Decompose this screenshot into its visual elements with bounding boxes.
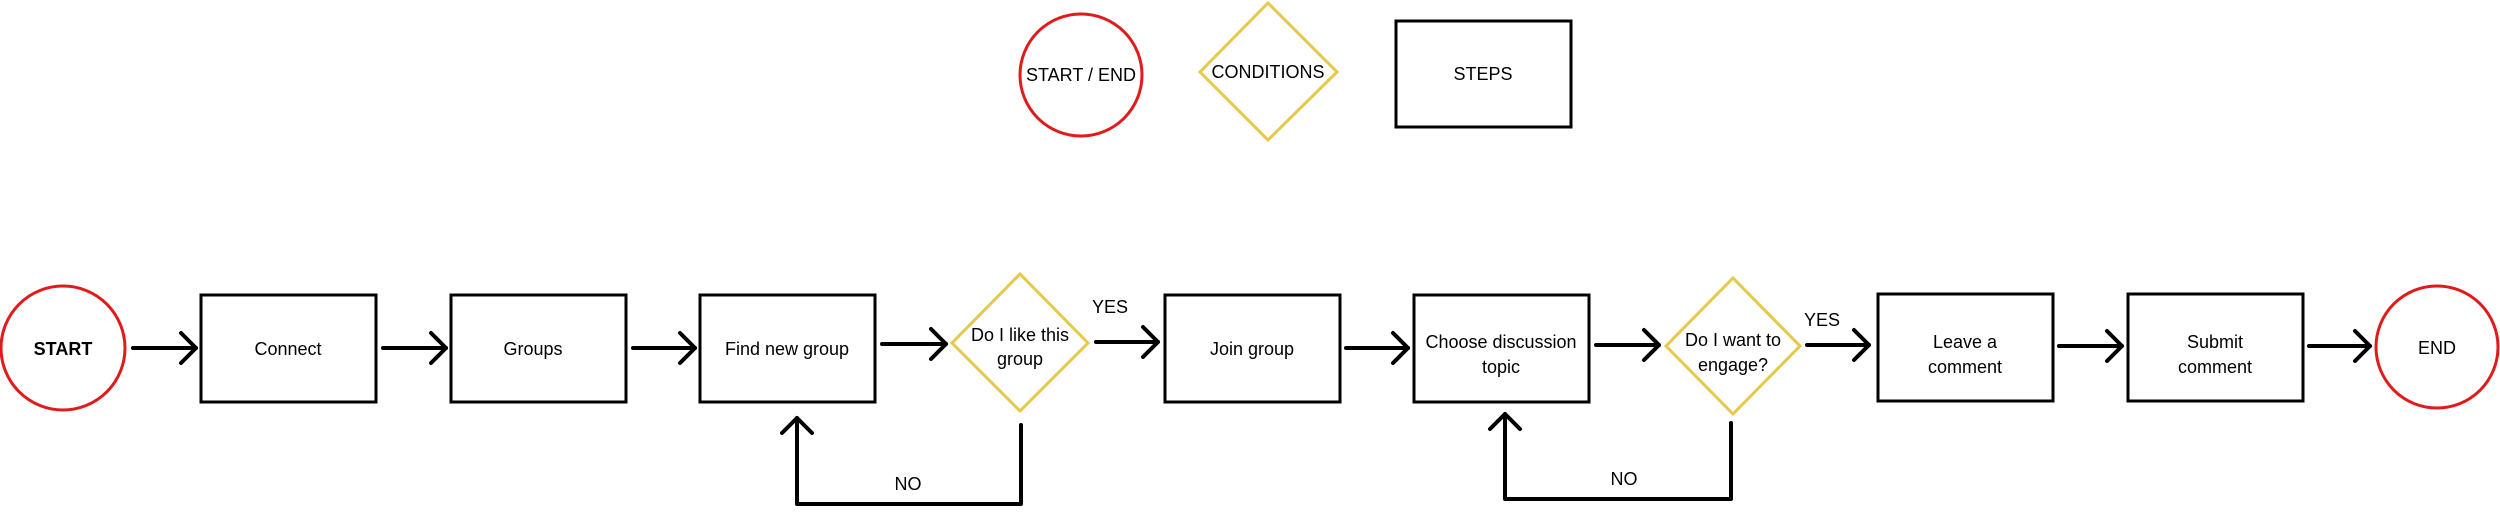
condition-engage-line-1: Do I want to <box>1685 330 1781 350</box>
loop-no-1 <box>780 416 1023 506</box>
node-end-label: END <box>2418 338 2456 358</box>
step-submit-comment-line-2: comment <box>2178 357 2252 377</box>
step-choose-topic-line-2: topic <box>1482 357 1520 377</box>
no-label-1: NO <box>895 474 922 494</box>
step-choose-topic-line-1: Choose discussion <box>1425 332 1576 352</box>
step-find-new-group: Find new group <box>698 293 877 404</box>
step-leave-comment-line-1: Leave a <box>1933 332 1998 352</box>
step-groups: Groups <box>449 293 628 404</box>
legend-condition-label: CONDITIONS <box>1211 62 1324 82</box>
node-end: END <box>2374 284 2500 410</box>
yes-label-2: YES <box>1804 310 1840 330</box>
arrow-connect-to-groups <box>381 331 448 365</box>
step-join-group-label: Join group <box>1210 339 1294 359</box>
arrow-topic-to-condition <box>1594 328 1661 362</box>
condition-like-group-line-2: group <box>997 349 1043 369</box>
arrow-groups-to-find <box>631 331 697 365</box>
arrow-submit-to-end <box>2307 329 2372 363</box>
arrow-yes-to-join <box>1094 325 1160 359</box>
arrow-leave-to-submit <box>2057 329 2124 363</box>
condition-like-group-line-1: Do I like this <box>971 325 1069 345</box>
step-leave-comment-line-2: comment <box>1928 357 2002 377</box>
step-submit-comment: Submit comment <box>2126 292 2305 403</box>
legend: START / END CONDITIONS STEPS <box>1018 0 1573 143</box>
no-label-2: NO <box>1611 469 1638 489</box>
legend-step: STEPS <box>1394 19 1573 129</box>
step-connect: Connect <box>199 293 378 404</box>
legend-start-end-label: START / END <box>1026 65 1136 85</box>
step-choose-topic: Choose discussion topic <box>1412 293 1591 404</box>
arrow-find-to-condition <box>880 327 948 361</box>
loop-no-2 <box>1488 412 1733 501</box>
node-start: START <box>0 284 127 412</box>
arrow-join-to-topic <box>1344 331 1410 365</box>
node-start-label: START <box>34 339 93 359</box>
arrow-yes-to-leave <box>1805 328 1871 362</box>
condition-engage-line-2: engage? <box>1698 355 1768 375</box>
arrow-start-to-connect <box>131 331 198 365</box>
step-find-new-group-label: Find new group <box>725 339 849 359</box>
step-connect-label: Connect <box>254 339 321 359</box>
step-groups-label: Groups <box>503 339 562 359</box>
yes-label-1: YES <box>1092 297 1128 317</box>
step-join-group: Join group <box>1163 293 1342 404</box>
legend-step-label: STEPS <box>1453 64 1512 84</box>
condition-like-group: Do I like this group <box>949 271 1091 414</box>
condition-engage: Do I want to engage? <box>1663 275 1803 417</box>
step-leave-comment: Leave a comment <box>1876 292 2055 403</box>
step-submit-comment-line-1: Submit <box>2187 332 2243 352</box>
legend-start-end: START / END <box>1018 12 1144 138</box>
legend-condition: CONDITIONS <box>1197 0 1340 143</box>
